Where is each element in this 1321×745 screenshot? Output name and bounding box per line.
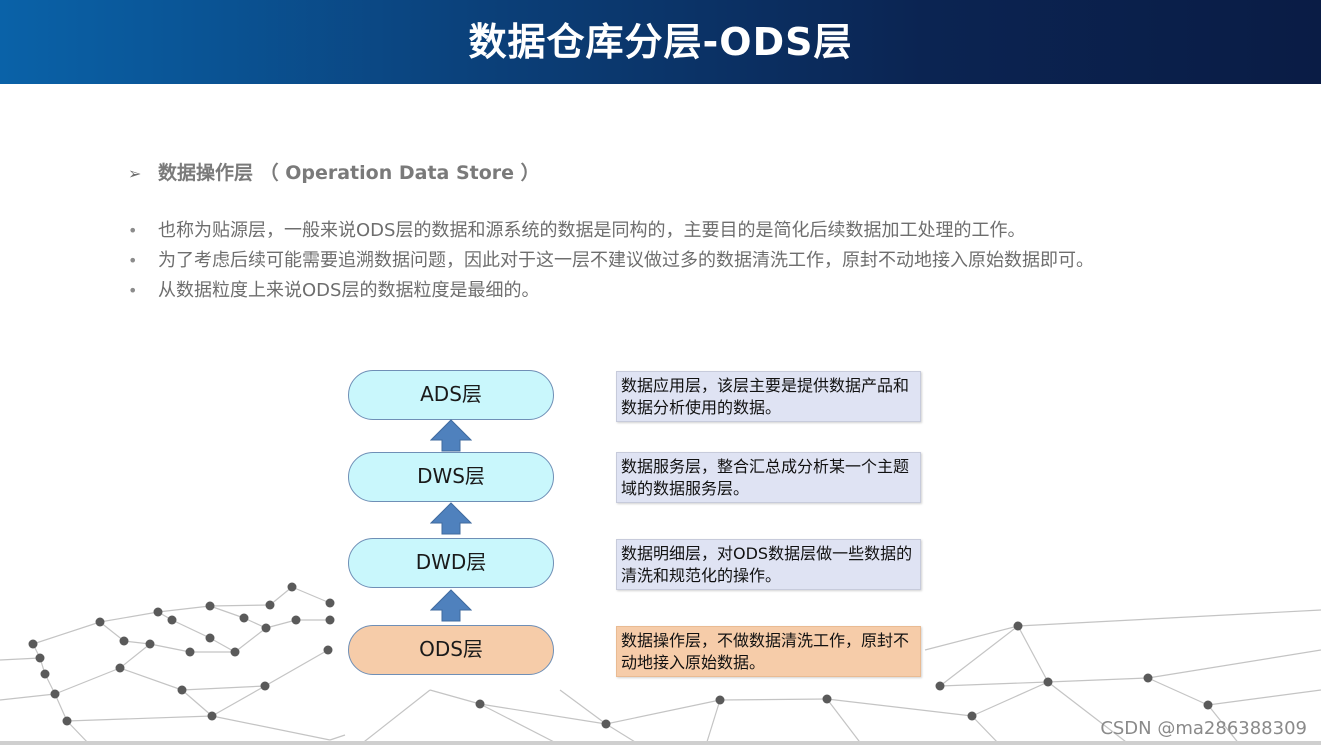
bullet-text: 为了考虑后续可能需要追溯数据问题，因此对于这一层不建议做过多的数据清洗工作，原封… <box>158 250 1094 271</box>
section-heading-text: 数据操作层 （ Operation Data Store ） <box>158 162 540 184</box>
layer-description-ads: 数据应用层，该层主要是提供数据产品和数据分析使用的数据。 <box>616 371 921 422</box>
bullet-text: 从数据粒度上来说ODS层的数据粒度是最细的。 <box>158 280 540 301</box>
arrow-bullet-icon: ➢ <box>128 164 142 183</box>
layer-description-ods: 数据操作层，不做数据清洗工作，原封不动地接入原始数据。 <box>616 626 921 677</box>
layer-description-dws: 数据服务层，整合汇总成分析某一个主题域的数据服务层。 <box>616 452 921 503</box>
section-heading: ➢ 数据操作层 （ Operation Data Store ） <box>128 158 540 185</box>
layer-description-dwd: 数据明细层，对ODS数据层做一些数据的清洗和规范化的操作。 <box>616 539 921 590</box>
network-lines <box>0 586 1321 745</box>
up-arrow-icon <box>430 419 472 452</box>
bullet-item: • 为了考虑后续可能需要追溯数据问题，因此对于这一层不建议做过多的数据清洗工作，原… <box>128 246 1138 276</box>
bullet-item: • 从数据粒度上来说ODS层的数据粒度是最细的。 <box>128 276 1128 306</box>
network-nodes <box>28 582 1213 729</box>
up-arrow-icon <box>430 502 472 535</box>
bullet-item: • 也称为贴源层，一般来说ODS层的数据和源系统的数据是同构的，主要目的是简化后续… <box>128 216 1128 246</box>
layer-box-dws: DWS层 <box>348 452 554 502</box>
bullet-dot-icon: • <box>128 221 138 240</box>
title-banner <box>0 0 1321 84</box>
bullet-dot-icon: • <box>128 251 138 270</box>
bullet-dot-icon: • <box>128 281 138 300</box>
layer-box-ads: ADS层 <box>348 370 554 420</box>
bullet-list: • 也称为贴源层，一般来说ODS层的数据和源系统的数据是同构的，主要目的是简化后续… <box>128 216 1128 306</box>
layer-box-dwd: DWD层 <box>348 538 554 588</box>
bullet-text: 也称为贴源层，一般来说ODS层的数据和源系统的数据是同构的，主要目的是简化后续数… <box>158 220 1026 241</box>
up-arrow-icon <box>430 589 472 622</box>
layer-box-ods: ODS层 <box>348 625 554 675</box>
watermark: CSDN @ma286388309 <box>1100 718 1307 739</box>
slide-title: 数据仓库分层-ODS层 <box>468 20 853 64</box>
bottom-divider <box>0 741 1321 745</box>
